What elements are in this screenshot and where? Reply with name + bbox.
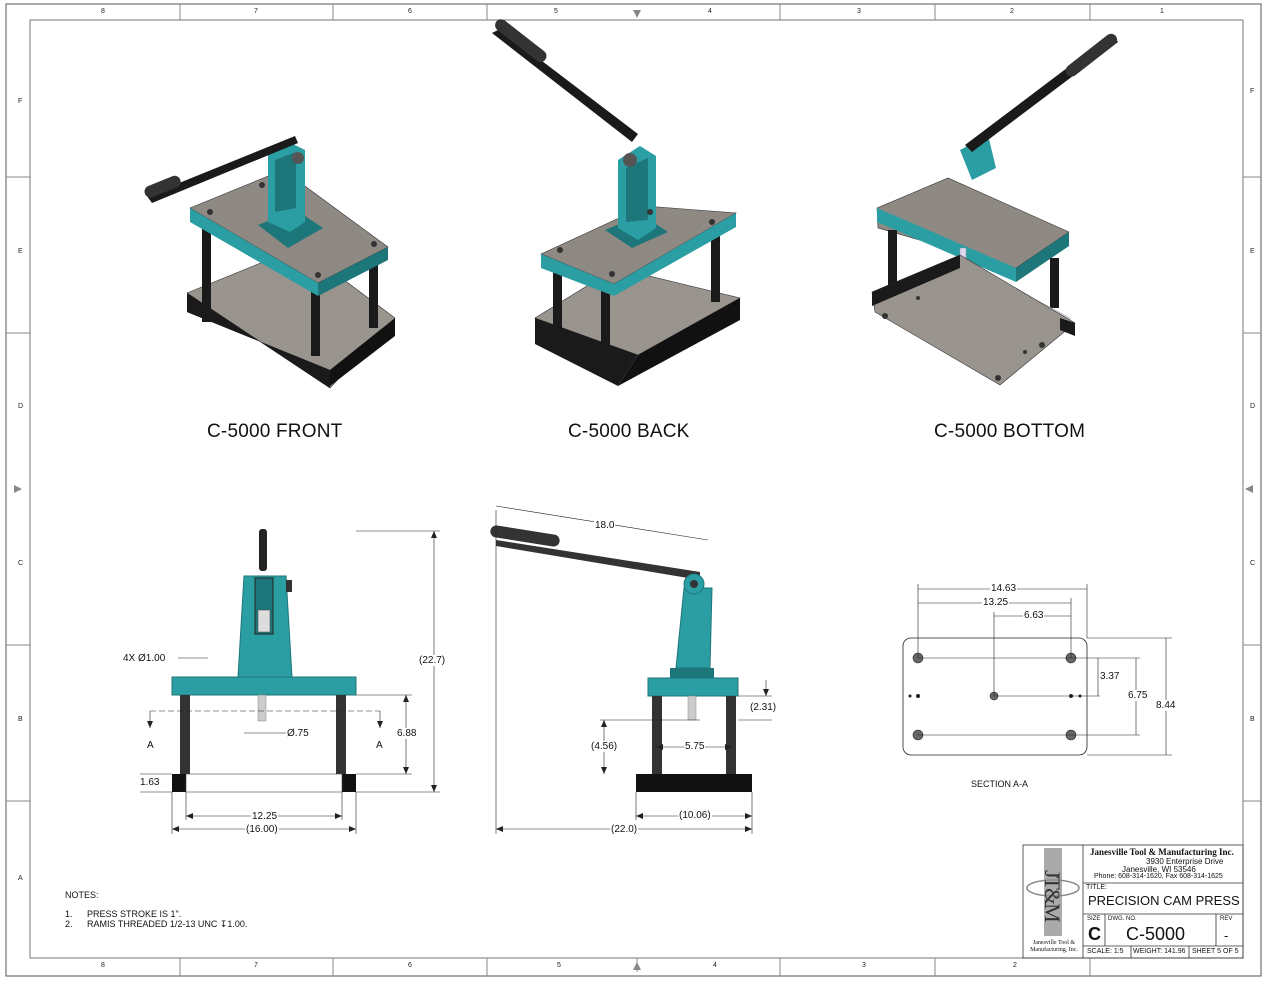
revision: -	[1224, 928, 1229, 943]
sheet-number: SHEET 5 OF 5	[1192, 948, 1239, 955]
zone-col-7-bottom: 7	[254, 962, 258, 969]
zone-col-6-bottom: 6	[408, 962, 412, 969]
back-view-label: C-5000 BACK	[568, 421, 690, 442]
zone-col-1: 1	[1160, 8, 1164, 15]
zone-col-2-bottom: 2	[1013, 962, 1017, 969]
dim-ram-dia: Ø.75	[286, 728, 310, 739]
note-text: RAMIS THREADED 1/2-13 UNC ↧1.00.	[87, 919, 248, 929]
note-number: 1.	[65, 909, 73, 919]
title-label: TITLE:	[1086, 884, 1108, 891]
zone-col-5: 5	[554, 8, 558, 15]
dim-663: 6.63	[1023, 610, 1045, 621]
outer-border	[5, 3, 1262, 977]
dim-holes: 4X Ø1.00	[122, 653, 167, 664]
zone-row-d-right: D	[1250, 403, 1256, 410]
back-iso-view	[492, 19, 741, 386]
front-ortho-view	[140, 529, 440, 834]
dim-231: (2.31)	[749, 702, 778, 713]
drawing-number: C-5000	[1126, 924, 1186, 944]
zone-col-3-bottom: 3	[862, 962, 866, 969]
drawing-title: PRECISION CAM PRESS	[1088, 893, 1240, 908]
notes-block: NOTES: 1. PRESS STROKE IS 1". 2. RAMIS THR…	[65, 890, 247, 929]
zone-row-f-right: F	[1250, 88, 1255, 95]
zone-col-4-bottom: 4	[713, 962, 717, 969]
notes-heading: NOTES:	[65, 890, 99, 900]
zone-row-e: E	[18, 248, 23, 255]
dim-220: (22.0)	[610, 824, 639, 835]
dim-675: 6.75	[1127, 690, 1149, 701]
bottom-iso-view	[871, 33, 1118, 386]
size-label: SIZE	[1087, 916, 1101, 922]
dim-688: 6.88	[396, 728, 418, 739]
zone-row-b-right: B	[1250, 716, 1255, 723]
dim-844: 8.44	[1155, 700, 1177, 711]
section-a-a-view	[902, 584, 1172, 756]
company-name: Janesville Tool & Manufacturing Inc.	[1090, 847, 1234, 857]
zone-row-f: F	[18, 98, 23, 105]
zone-row-c: C	[18, 560, 24, 567]
zone-col-6: 6	[408, 8, 412, 15]
dim-1225: 12.25	[251, 811, 279, 822]
note-item-2: 2. RAMIS THREADED 1/2-13 UNC ↧1.00.	[65, 919, 247, 929]
zone-col-8: 8	[101, 8, 105, 15]
dwg-no-label: DWG. NO.	[1108, 916, 1137, 922]
dim-1463: 14.63	[990, 583, 1018, 594]
title-block	[1022, 844, 1244, 959]
sheet-size: C	[1088, 924, 1101, 944]
note-number: 2.	[65, 919, 73, 929]
weight: WEIGHT: 141.96	[1133, 948, 1186, 955]
dim-1325: 13.25	[982, 597, 1010, 608]
side-ortho-view	[490, 505, 772, 834]
front-iso-view	[144, 136, 396, 389]
center-marks	[14, 10, 1253, 972]
section-mark-right: A	[376, 740, 383, 751]
dim-handle: 18.0	[594, 520, 616, 531]
dim-1600: (16.00)	[245, 824, 279, 835]
zone-row-d: D	[18, 403, 24, 410]
company-logo	[1026, 848, 1080, 936]
dim-337: 3.37	[1099, 671, 1121, 682]
dim-456: (4.56)	[590, 741, 619, 752]
note-text: PRESS STROKE IS 1".	[87, 909, 182, 919]
zone-row-c-right: C	[1250, 560, 1256, 567]
dim-163: 1.63	[139, 777, 161, 788]
zone-row-a: A	[18, 875, 23, 882]
front-view-label: C-5000 FRONT	[207, 421, 343, 442]
zone-row-b: B	[18, 716, 23, 723]
note-item-1: 1. PRESS STROKE IS 1".	[65, 909, 247, 919]
rev-label: REV	[1220, 916, 1233, 922]
zone-col-7: 7	[254, 8, 258, 15]
section-label: SECTION A-A	[970, 779, 1030, 790]
company-address1: 3930 Enterprise Drive	[1146, 857, 1224, 866]
zone-col-4: 4	[708, 8, 712, 15]
zone-col-8-bottom: 8	[101, 962, 105, 969]
zone-col-3: 3	[857, 8, 861, 15]
logo-letters: JT&M	[1040, 870, 1065, 921]
dim-575: 5.75	[684, 741, 706, 752]
zone-col-5-bottom: 5	[557, 962, 561, 969]
scale: SCALE: 1:5	[1087, 948, 1124, 955]
zone-col-2: 2	[1010, 8, 1014, 15]
dim-overall-height: (22.7)	[418, 655, 447, 666]
section-mark-left: A	[147, 740, 154, 751]
zone-ticks	[6, 4, 1261, 976]
company-address2: Janesville, WI 53546	[1122, 865, 1196, 874]
logo-company-text: Janesville Tool & Manufacturing, Inc.	[1030, 940, 1078, 953]
bottom-view-label: C-5000 BOTTOM	[934, 421, 1086, 442]
dim-1006: (10.06)	[678, 810, 712, 821]
company-phone: Phone: 608-314-1620, Fax 608-314-1625	[1094, 873, 1223, 880]
zone-row-e-right: E	[1250, 248, 1255, 255]
